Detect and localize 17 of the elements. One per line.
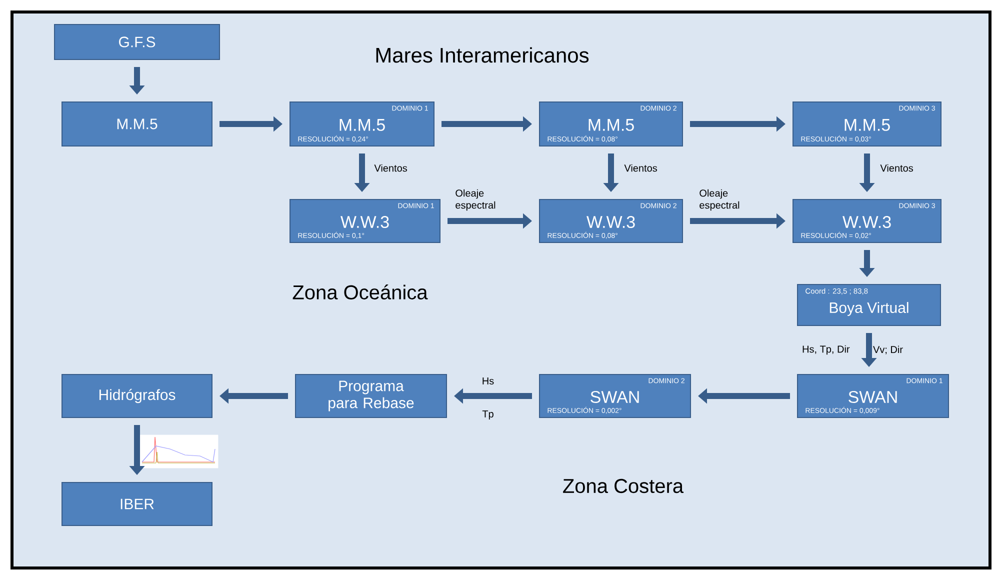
heading: Zona Costera	[563, 478, 684, 494]
edge-label: Hs, Tp, Dir	[802, 345, 850, 355]
annotation: Vv; Dir	[873, 346, 903, 354]
heading: Zona Oceánica	[292, 284, 428, 300]
heading: Mares Interamericanos	[376, 47, 589, 63]
process-box: IBER	[62, 482, 212, 526]
edge-label: Vientos	[624, 164, 658, 172]
process-box: G.F.S	[54, 24, 220, 60]
edge-label: Hs	[482, 378, 494, 384]
process-box: Programa para Rebase	[295, 374, 447, 418]
edge-label: Oleaje espectral	[700, 189, 740, 211]
edge-label: Oleaje espectral	[456, 189, 496, 211]
edge-label: Vientos	[374, 164, 408, 172]
process-box: Hidrógrafos	[62, 374, 212, 418]
edge-label: Vientos	[880, 164, 914, 172]
annotation: Tp	[482, 410, 494, 420]
process-box: M.M.5	[62, 102, 212, 146]
